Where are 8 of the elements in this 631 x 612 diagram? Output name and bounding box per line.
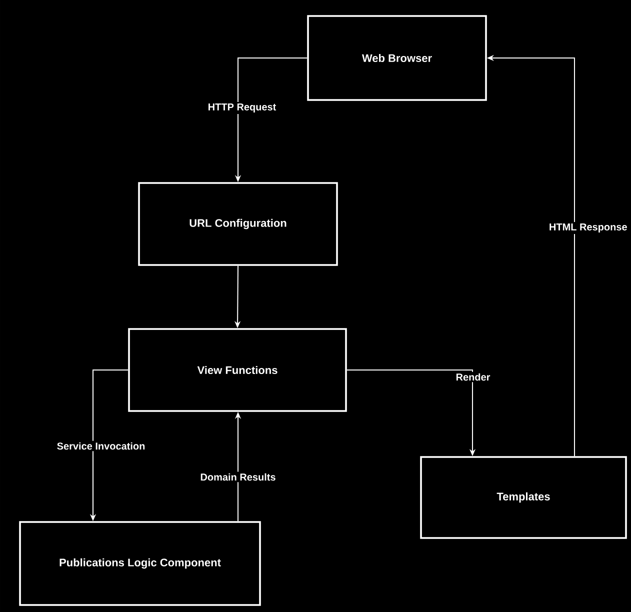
process-box: Web Browser xyxy=(307,15,487,101)
process-box: Templates xyxy=(420,456,627,539)
edge-label: HTML Response xyxy=(547,222,629,234)
process-box: Publications Logic Component xyxy=(19,521,261,606)
process-box: URL Configuration xyxy=(138,182,338,266)
edge-label: Domain Results xyxy=(198,472,278,482)
process-box: View Functions xyxy=(128,328,347,412)
edge-label: HTTP Request xyxy=(206,102,278,114)
